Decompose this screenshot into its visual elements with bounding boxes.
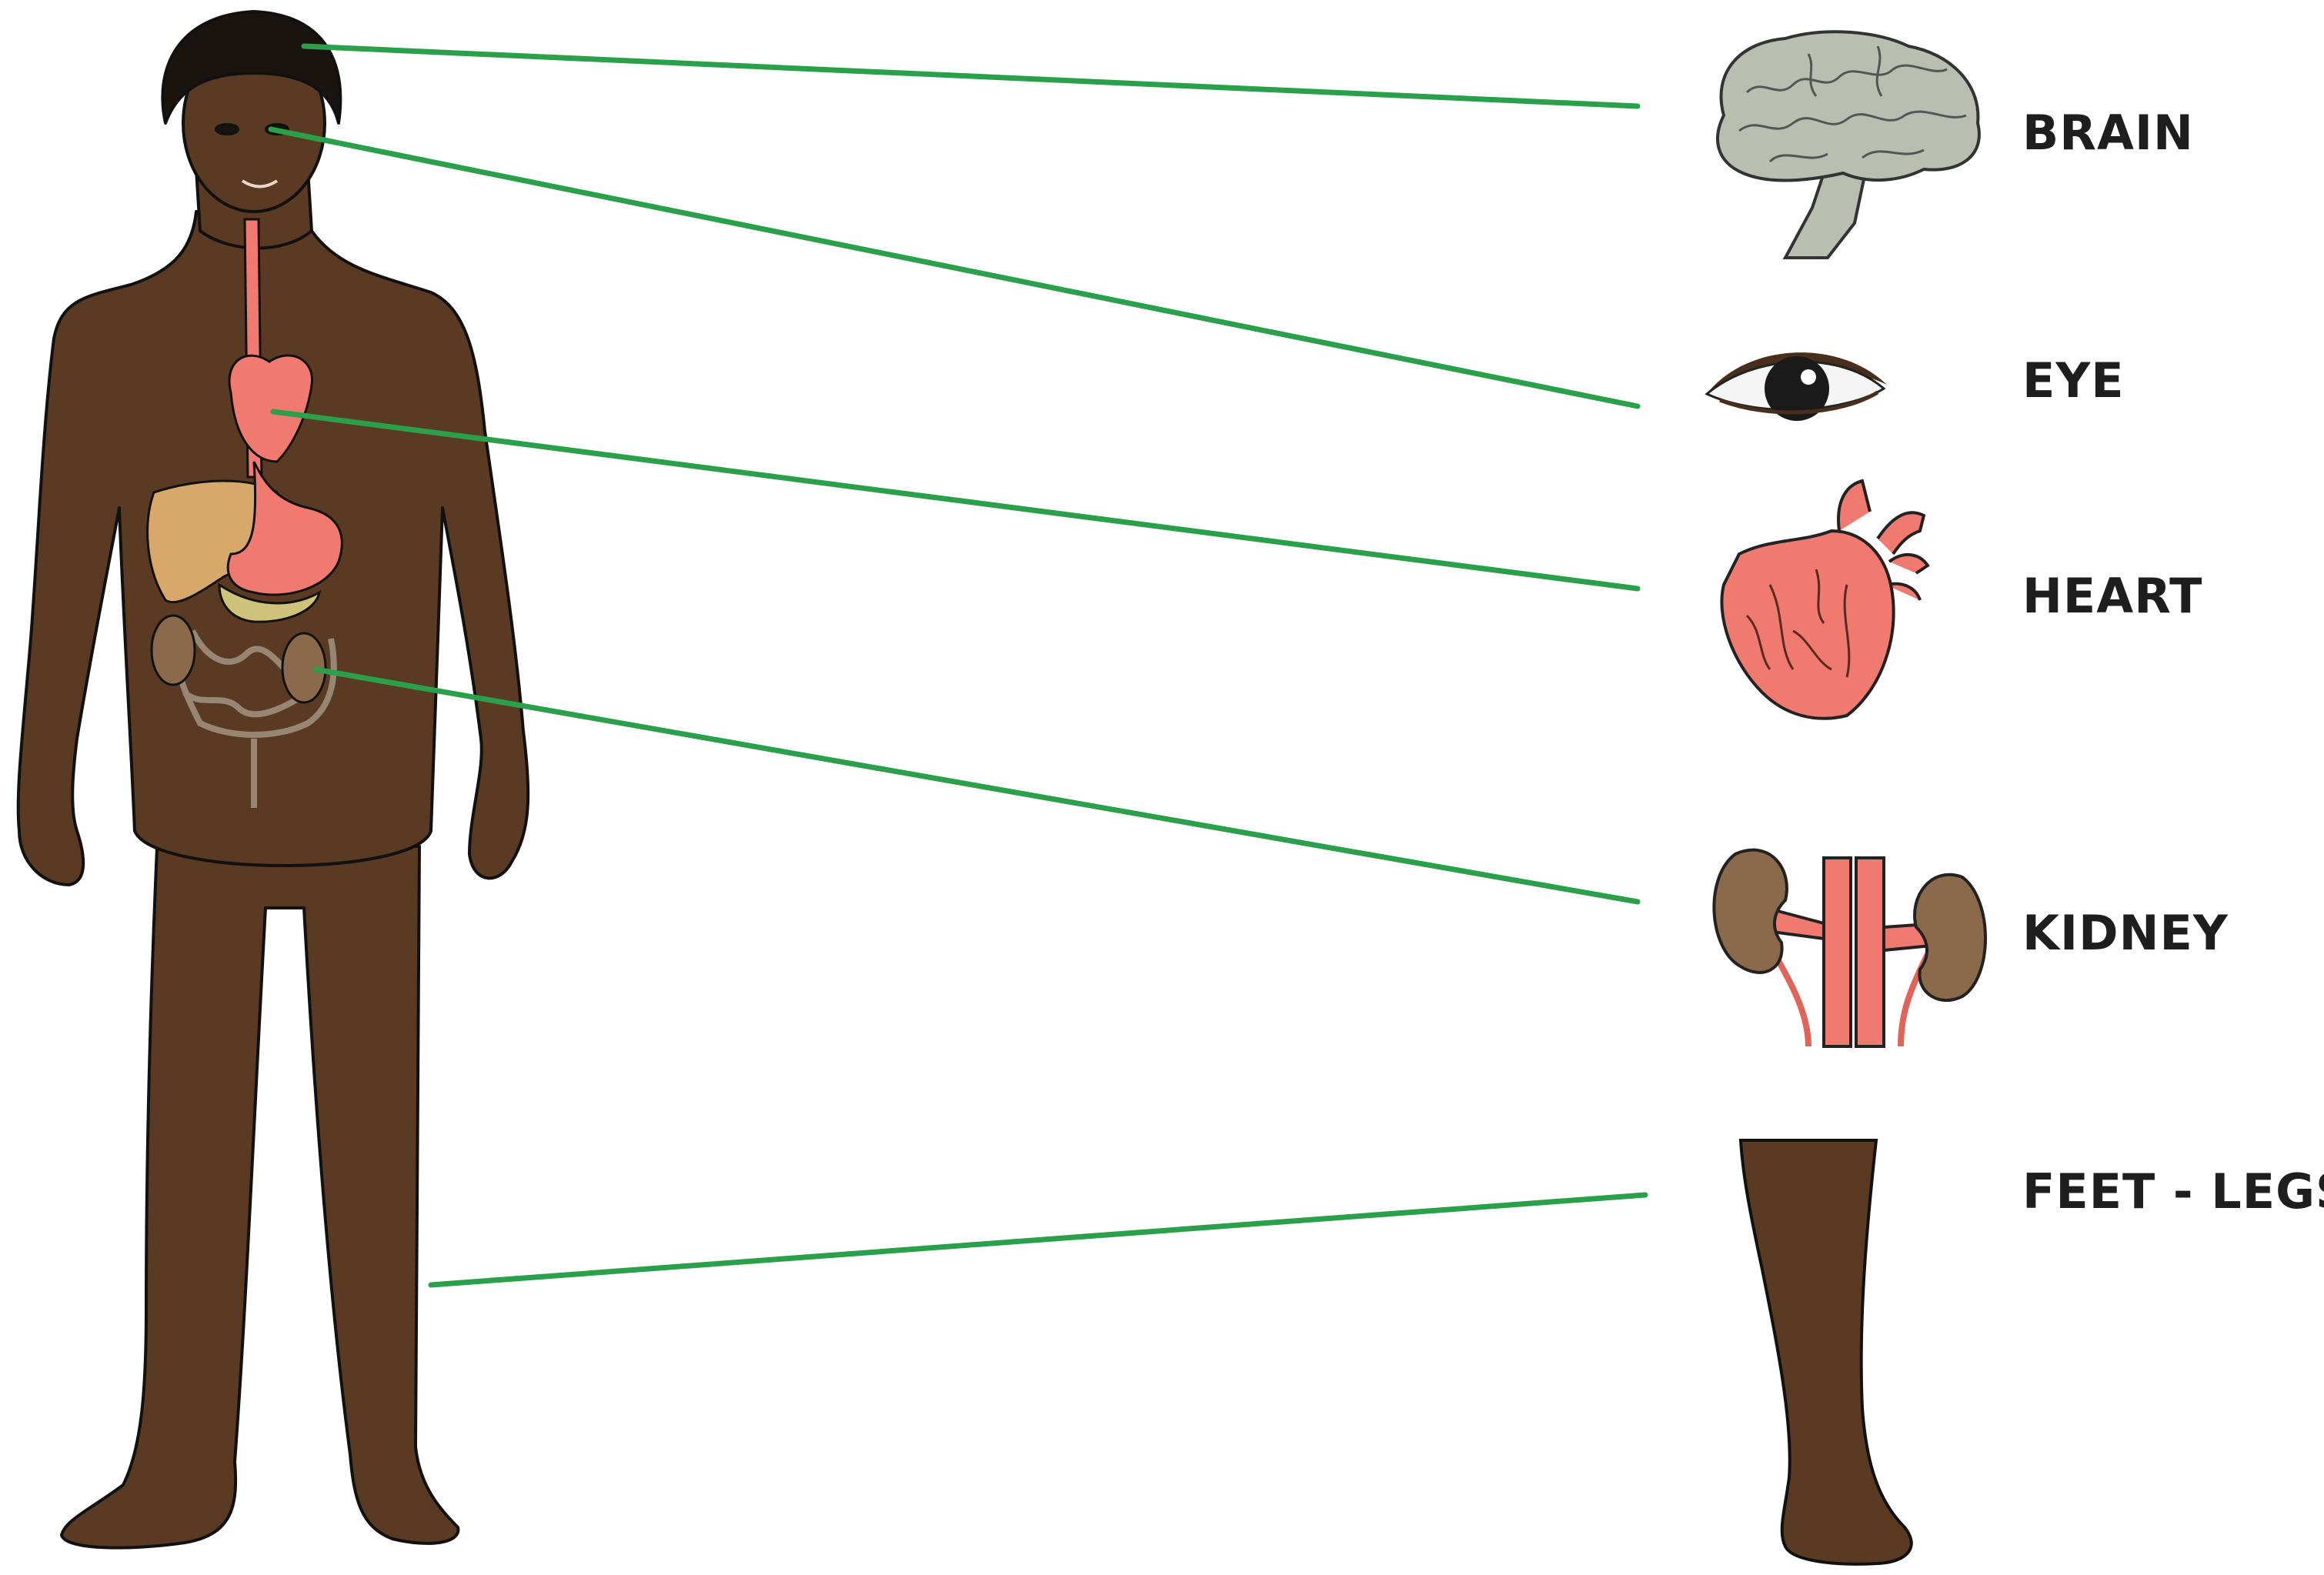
aorta	[1824, 858, 1851, 1046]
heart-icon	[1721, 481, 1928, 719]
kidney-right	[1915, 875, 1985, 1000]
vena-cava	[1856, 858, 1884, 1046]
label-feet-legs: FEET - LEGS	[2022, 1163, 2324, 1220]
kidney-left	[1714, 850, 1787, 973]
label-eye: EYE	[2022, 352, 2125, 409]
heart-body	[1721, 531, 1893, 719]
brain-icon	[1718, 32, 1979, 258]
connector-brain	[304, 46, 1638, 106]
kidney-icon	[1714, 850, 1985, 1046]
label-brain: BRAIN	[2022, 105, 2194, 161]
figure-legs	[62, 831, 458, 1548]
brain-cerebrum	[1718, 32, 1979, 180]
connector-feet-legs	[431, 1195, 1645, 1285]
figure-kidney-left	[152, 616, 195, 685]
leg-shape	[1741, 1140, 1912, 1564]
eye-icon	[1707, 352, 1887, 421]
leg-icon	[1741, 1140, 1912, 1564]
label-kidney: KIDNEY	[2022, 905, 2229, 961]
label-heart: HEART	[2022, 568, 2202, 624]
human-figure	[18, 12, 529, 1548]
